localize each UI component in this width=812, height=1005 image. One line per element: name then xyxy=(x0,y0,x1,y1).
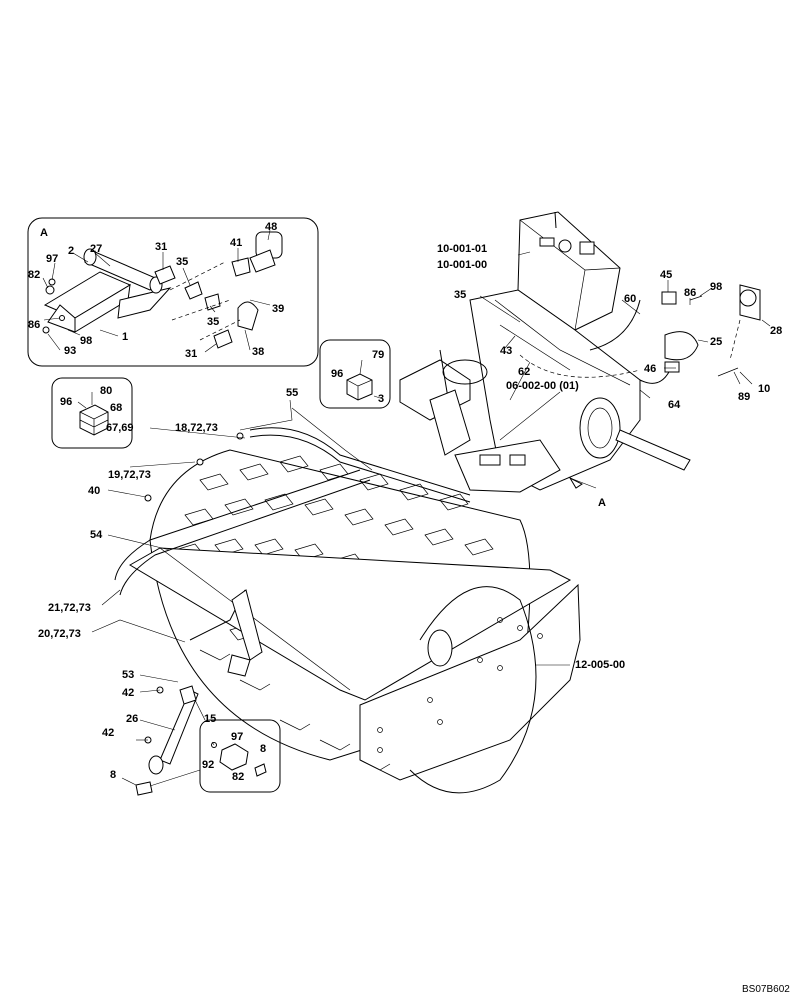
callout-64: 64 xyxy=(668,399,681,411)
callout-54: 54 xyxy=(90,529,103,541)
callout-80: 80 xyxy=(100,385,112,397)
callout-89: 89 xyxy=(738,391,750,403)
callout-27: 27 xyxy=(90,243,102,255)
callout-28: 28 xyxy=(770,325,782,337)
callout-98-right: 98 xyxy=(710,281,722,293)
section-a-arrow-label: A xyxy=(598,497,606,509)
callout-39: 39 xyxy=(272,303,284,315)
callout-10: 10 xyxy=(758,383,770,395)
detail-block-box xyxy=(51,377,133,449)
callout-42-top: 42 xyxy=(122,687,134,699)
callout-42-bottom: 42 xyxy=(102,727,114,739)
callout-25: 25 xyxy=(710,336,722,348)
right-components xyxy=(621,280,771,399)
callout-96-left: 96 xyxy=(60,396,72,408)
callout-20-72-73: 20,72,73 xyxy=(38,628,81,640)
main-leaders xyxy=(91,251,597,787)
callout-62: 62 xyxy=(518,366,530,378)
callout-45: 45 xyxy=(660,269,672,281)
callout-92: 92 xyxy=(202,759,214,771)
detail-a-label: A xyxy=(40,227,48,239)
callout-82-a: 82 xyxy=(28,269,40,281)
callout-26: 26 xyxy=(126,713,138,725)
callout-35-frame: 35 xyxy=(454,289,466,301)
callout-38: 38 xyxy=(252,346,264,358)
callout-8-pin: 8 xyxy=(260,743,266,755)
callout-15: 15 xyxy=(204,713,216,725)
callout-86-a: 86 xyxy=(28,319,40,331)
callout-97-pin: 97 xyxy=(231,731,243,743)
ref-10-001-01: 10-001-01 xyxy=(437,243,487,255)
callout-1: 1 xyxy=(122,331,128,343)
callout-60: 60 xyxy=(624,293,636,305)
machine-body xyxy=(399,211,691,493)
callout-3: 3 xyxy=(378,393,384,405)
drawing-code: BS07B602 xyxy=(742,984,790,995)
callout-19-72-73: 19,72,73 xyxy=(108,469,151,481)
ref-06-002-00: 06-002-00 (01) xyxy=(506,380,579,392)
callout-53: 53 xyxy=(122,669,134,681)
callout-31-bottom: 31 xyxy=(185,348,197,360)
ref-10-001-00: 10-001-00 xyxy=(437,259,487,271)
callout-35-bottom: 35 xyxy=(207,316,219,328)
ref-12-005-00: 12-005-00 xyxy=(575,659,625,671)
callout-96-box: 96 xyxy=(331,368,343,380)
callout-68: 68 xyxy=(110,402,122,414)
detail-pin-box xyxy=(199,719,281,793)
callout-82-pin: 82 xyxy=(232,771,244,783)
callout-97-a: 97 xyxy=(46,253,58,265)
callout-55: 55 xyxy=(286,387,298,399)
detail-a-panel xyxy=(27,217,319,367)
drum-assembly xyxy=(114,427,581,796)
callout-93: 93 xyxy=(64,345,76,357)
callout-31-top: 31 xyxy=(155,241,167,253)
callout-86-right: 86 xyxy=(684,287,696,299)
callout-8-left: 8 xyxy=(110,769,116,781)
callout-43: 43 xyxy=(500,345,512,357)
callout-40: 40 xyxy=(88,485,100,497)
callout-67-69: 67,69 xyxy=(106,422,134,434)
callout-41: 41 xyxy=(230,237,242,249)
callout-2: 2 xyxy=(68,245,74,257)
callout-18-72-73: 18,72,73 xyxy=(175,422,218,434)
callout-35-top: 35 xyxy=(176,256,188,268)
callout-46: 46 xyxy=(644,363,656,375)
callout-21-72-73: 21,72,73 xyxy=(48,602,91,614)
detail-bracket-box xyxy=(319,339,391,409)
callout-79: 79 xyxy=(372,349,384,361)
callout-98-a: 98 xyxy=(80,335,92,347)
callout-48: 48 xyxy=(265,221,277,233)
